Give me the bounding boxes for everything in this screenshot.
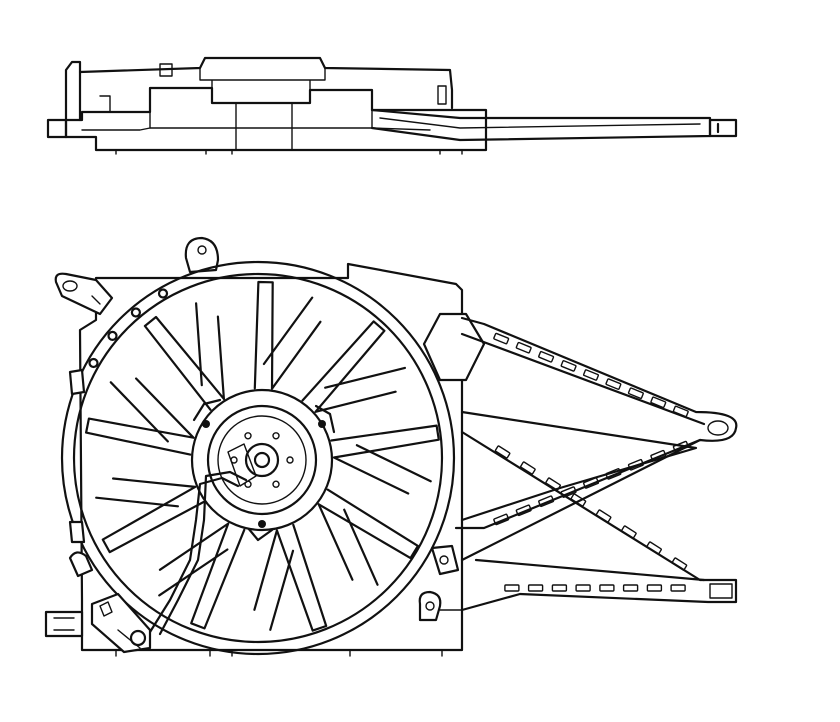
truss-slots — [493, 332, 689, 592]
truss-slot — [494, 445, 511, 459]
side-left-tab — [46, 118, 68, 139]
right-boss — [422, 312, 486, 382]
truss-slot — [538, 495, 555, 508]
side-shroud-top — [78, 56, 454, 110]
truss-slot — [570, 493, 587, 507]
hub-hole — [272, 432, 280, 440]
truss-slot — [627, 458, 644, 471]
front-view — [44, 236, 738, 657]
truss-slot — [551, 584, 568, 592]
truss-slot — [545, 477, 561, 491]
left-clips — [44, 368, 94, 638]
hub-hole — [272, 480, 280, 488]
truss-slot — [595, 509, 612, 523]
connector-housing — [90, 592, 152, 654]
fan-blade — [317, 488, 419, 586]
truss-slot — [493, 513, 510, 526]
top-tab — [184, 236, 220, 274]
side-hub-lines — [149, 67, 373, 151]
hub-hole — [286, 456, 294, 464]
hub-hole — [244, 432, 252, 440]
bottom-ticks — [115, 649, 443, 657]
truss-slot — [622, 584, 639, 592]
truss-slot — [515, 504, 532, 517]
shroud-bump — [130, 307, 141, 318]
side-details — [99, 63, 463, 155]
motor-hub — [190, 388, 334, 532]
truss-slot — [515, 341, 532, 354]
side-arm-inner — [379, 117, 701, 129]
shroud-bump — [107, 330, 118, 341]
fan-blade — [301, 320, 406, 413]
side-shroud-body — [64, 86, 488, 152]
truss-slot — [538, 350, 555, 363]
right-clips — [418, 544, 463, 622]
fan-blades — [85, 280, 440, 632]
shroud-bump — [88, 357, 99, 369]
truss-slot — [560, 486, 577, 498]
side-arm-tab — [708, 118, 738, 138]
fan-blade — [253, 523, 328, 632]
hub-holes — [230, 432, 294, 488]
truss-slot — [527, 584, 544, 592]
fan-blade — [158, 522, 246, 630]
truss-slot — [599, 584, 615, 592]
shroud-bump — [157, 288, 169, 299]
fan-blade — [253, 280, 322, 390]
truss-slot — [520, 461, 536, 475]
truss-slot — [605, 378, 622, 390]
truss-slot — [672, 440, 689, 453]
fan-blade — [95, 477, 205, 554]
truss-slot — [627, 387, 644, 400]
truss-slot — [650, 449, 667, 462]
side-step-line — [81, 127, 431, 131]
fan-blade — [85, 377, 195, 456]
fan-blade — [143, 302, 225, 411]
frame-plate — [78, 262, 464, 652]
truss-slot — [621, 525, 637, 539]
truss-arms — [454, 316, 738, 612]
truss-slot — [672, 405, 689, 418]
truss-slot — [650, 396, 667, 409]
fan-shroud — [60, 260, 456, 656]
top-left-ear — [54, 272, 114, 316]
motor-struts — [192, 398, 336, 542]
truss-slot — [582, 369, 600, 381]
side-view — [46, 56, 738, 155]
wiring-harness — [148, 443, 257, 636]
truss-slot — [670, 584, 686, 592]
truss-slot — [504, 584, 520, 592]
fan-blade — [330, 424, 440, 495]
truss-slot — [560, 360, 577, 372]
truss-slot — [646, 541, 662, 555]
truss-slot — [671, 557, 688, 571]
truss-slot — [646, 584, 663, 592]
side-left-bracket — [64, 60, 82, 139]
shroud-bumps — [88, 288, 169, 369]
truss-slot — [582, 477, 600, 489]
truss-slot — [605, 468, 622, 480]
truss-slot — [575, 584, 591, 592]
truss-slot — [493, 332, 510, 345]
